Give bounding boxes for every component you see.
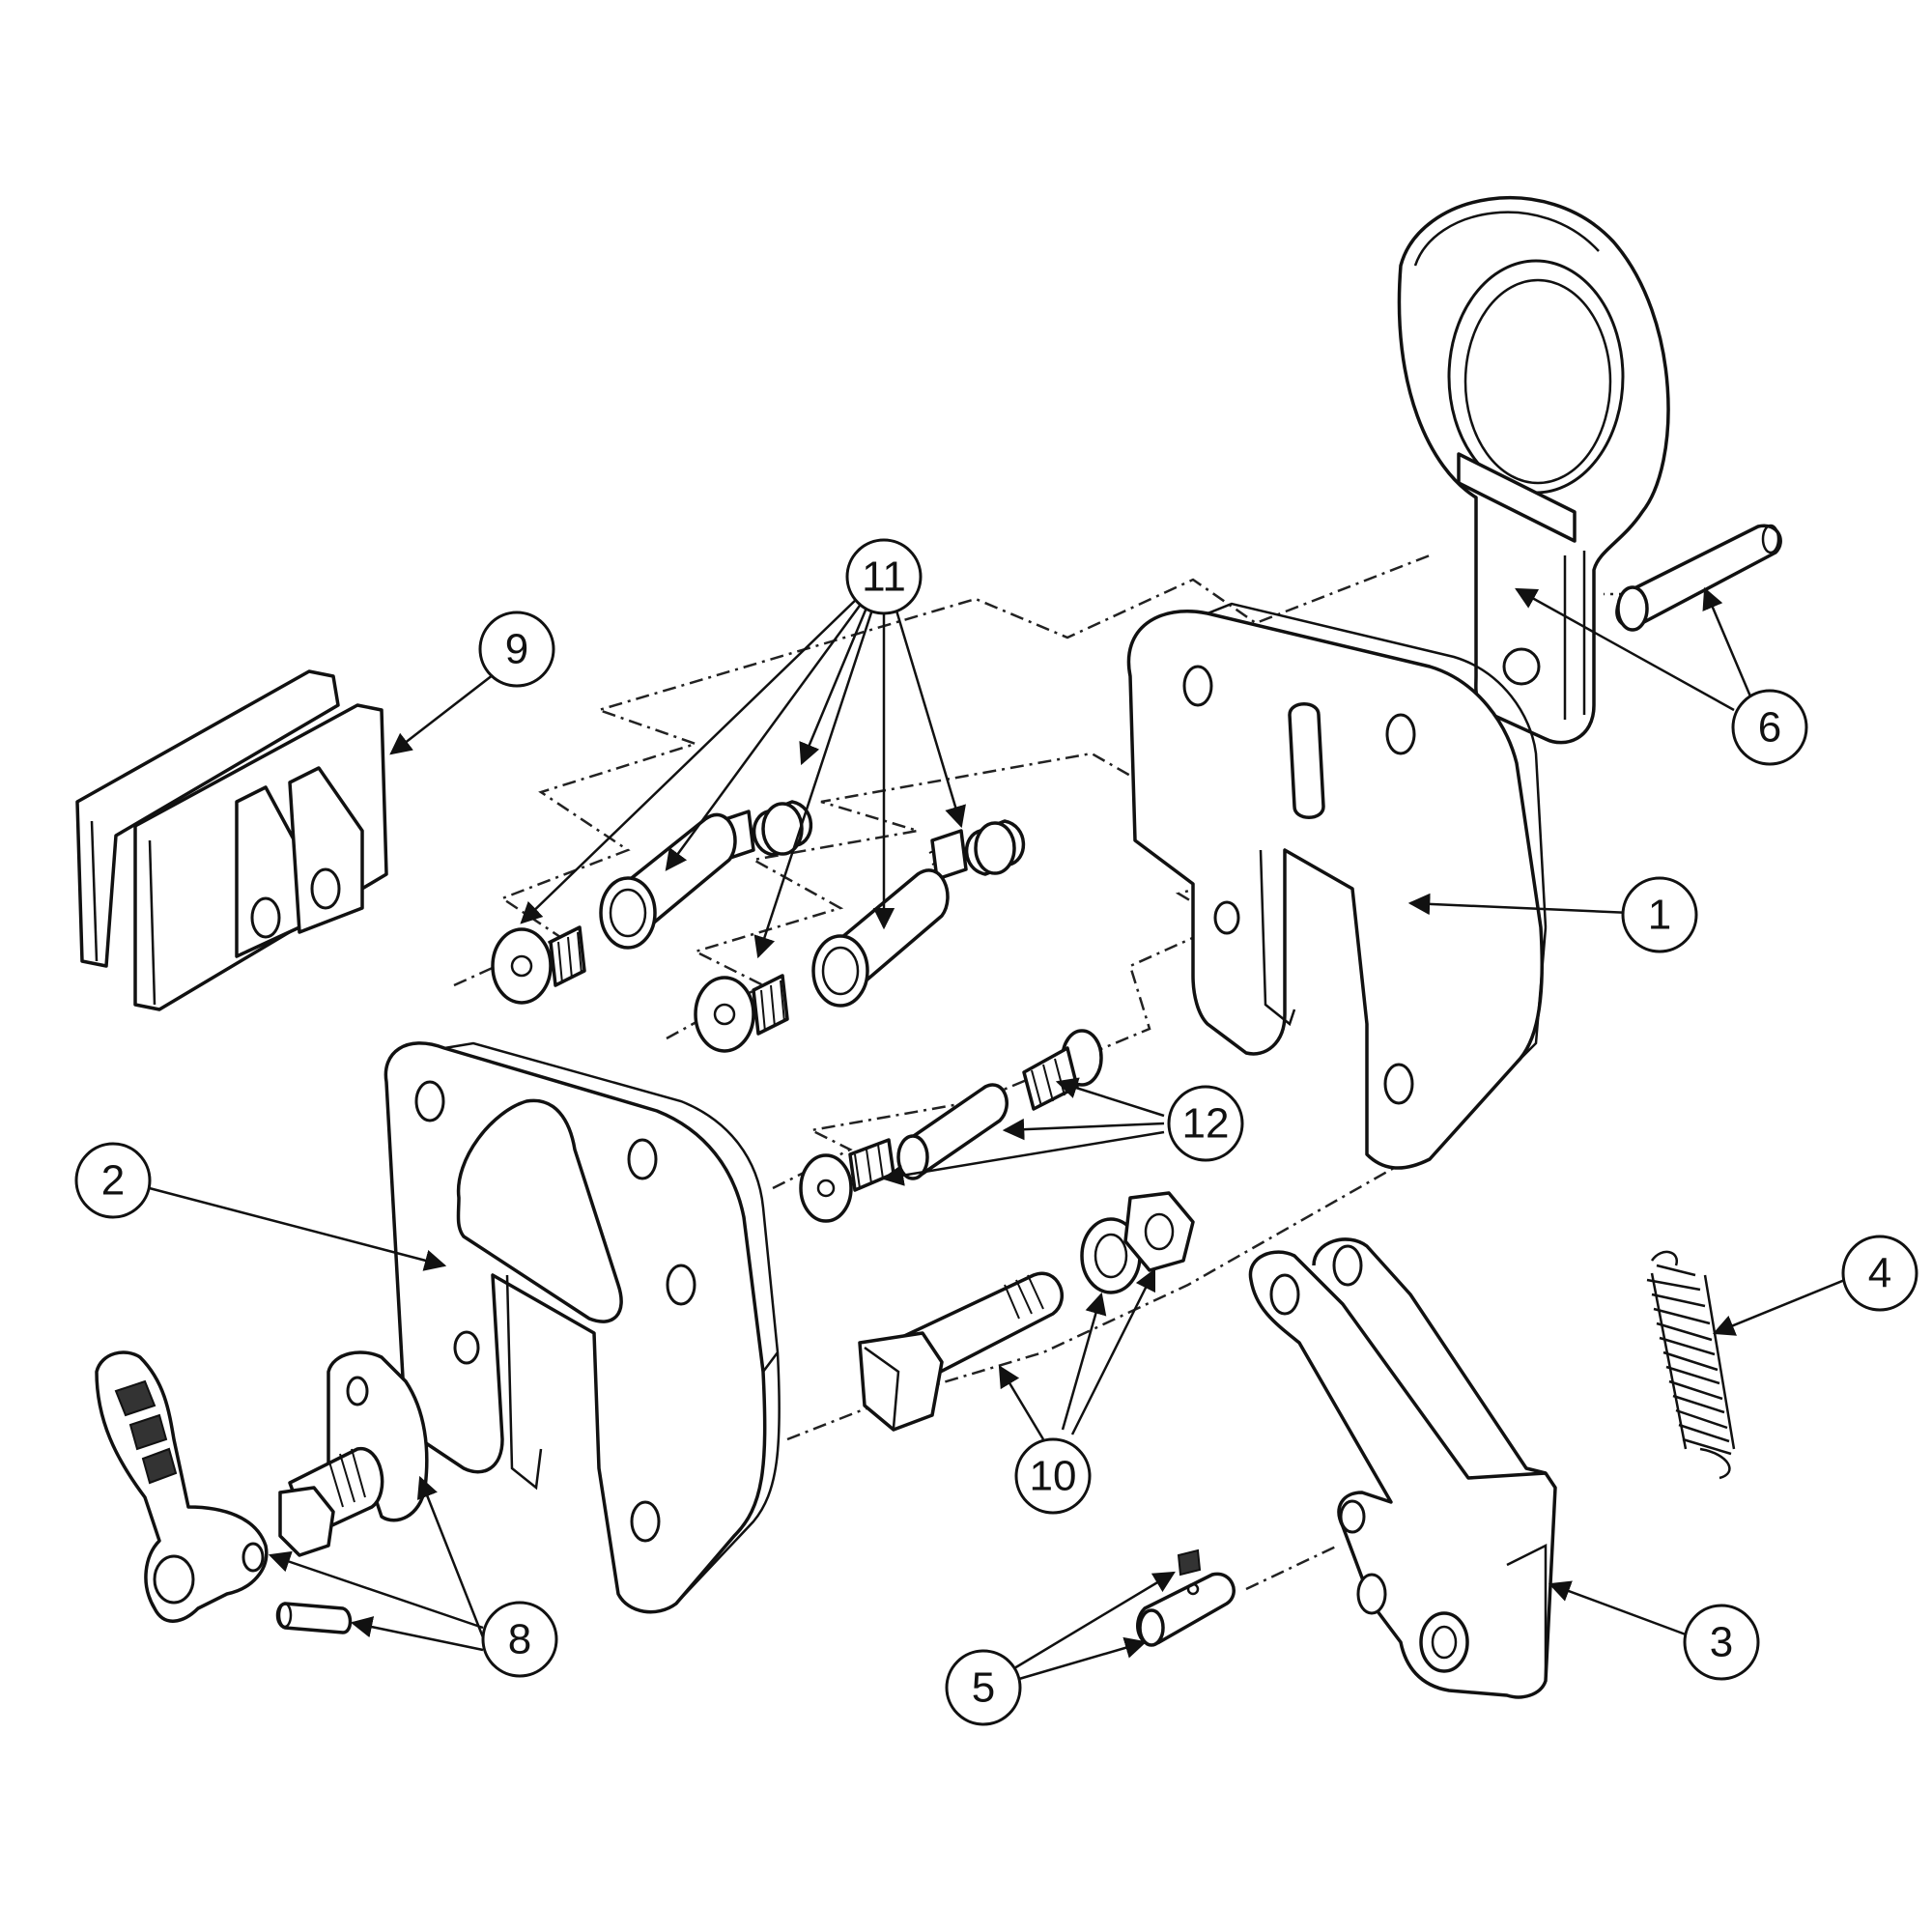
callout-11-label: 11 bbox=[862, 554, 906, 601]
part-12-spacer bbox=[896, 1083, 1009, 1180]
callout-11: 11 bbox=[845, 538, 923, 615]
callout-12: 12 bbox=[1167, 1085, 1244, 1162]
callout-6: 6 bbox=[1731, 689, 1808, 766]
callout-12-label: 12 bbox=[1182, 1100, 1230, 1148]
part-8-pin bbox=[275, 1602, 353, 1634]
part-12-left-screw bbox=[799, 1138, 895, 1223]
part-11-lower-left-screw bbox=[694, 974, 789, 1053]
callout-3-label: 3 bbox=[1710, 1619, 1733, 1666]
part-11-upper-sleeve bbox=[599, 812, 737, 950]
callout-9: 9 bbox=[478, 611, 555, 688]
part-2-front-plate bbox=[384, 1041, 781, 1614]
part-9-jaw-pad bbox=[75, 669, 388, 1011]
callout-3: 3 bbox=[1683, 1604, 1760, 1681]
part-12-right-screw bbox=[1022, 1029, 1103, 1111]
callout-9-label: 9 bbox=[505, 626, 528, 673]
callout-1-label: 1 bbox=[1648, 892, 1671, 939]
part-5-pin bbox=[1136, 1572, 1236, 1647]
callout-4: 4 bbox=[1841, 1235, 1918, 1312]
callout-5: 5 bbox=[945, 1649, 1022, 1726]
callout-2-label: 2 bbox=[101, 1157, 125, 1205]
part-11-upper-left-screw bbox=[491, 925, 586, 1005]
part-8-handle bbox=[95, 1350, 269, 1623]
callout-4-label: 4 bbox=[1868, 1250, 1891, 1297]
callout-5-label: 5 bbox=[972, 1664, 995, 1712]
part-6-pin bbox=[1615, 524, 1782, 632]
leader-lines bbox=[141, 586, 1853, 1681]
callout-2: 2 bbox=[74, 1142, 152, 1219]
callout-8: 8 bbox=[481, 1601, 558, 1678]
part-3-cam-arm bbox=[1248, 1237, 1557, 1699]
part-4-spring bbox=[1646, 1250, 1736, 1480]
callout-8-label: 8 bbox=[508, 1616, 531, 1663]
callout-10-label: 10 bbox=[1030, 1453, 1077, 1500]
part-8-hub bbox=[278, 1350, 429, 1557]
part-11-lower-sleeve bbox=[811, 868, 950, 1008]
callout-1: 1 bbox=[1621, 876, 1698, 953]
part-1-back-plate bbox=[1126, 602, 1548, 1170]
part-11-lower-screw bbox=[928, 819, 1026, 881]
part-10-bolt bbox=[858, 1271, 1064, 1432]
part-6-lifting-eye bbox=[1397, 196, 1670, 745]
callout-10: 10 bbox=[1014, 1437, 1092, 1515]
part-5-set-screw bbox=[1177, 1548, 1202, 1577]
part-10-nut bbox=[1123, 1191, 1195, 1272]
callout-6-label: 6 bbox=[1758, 704, 1781, 752]
